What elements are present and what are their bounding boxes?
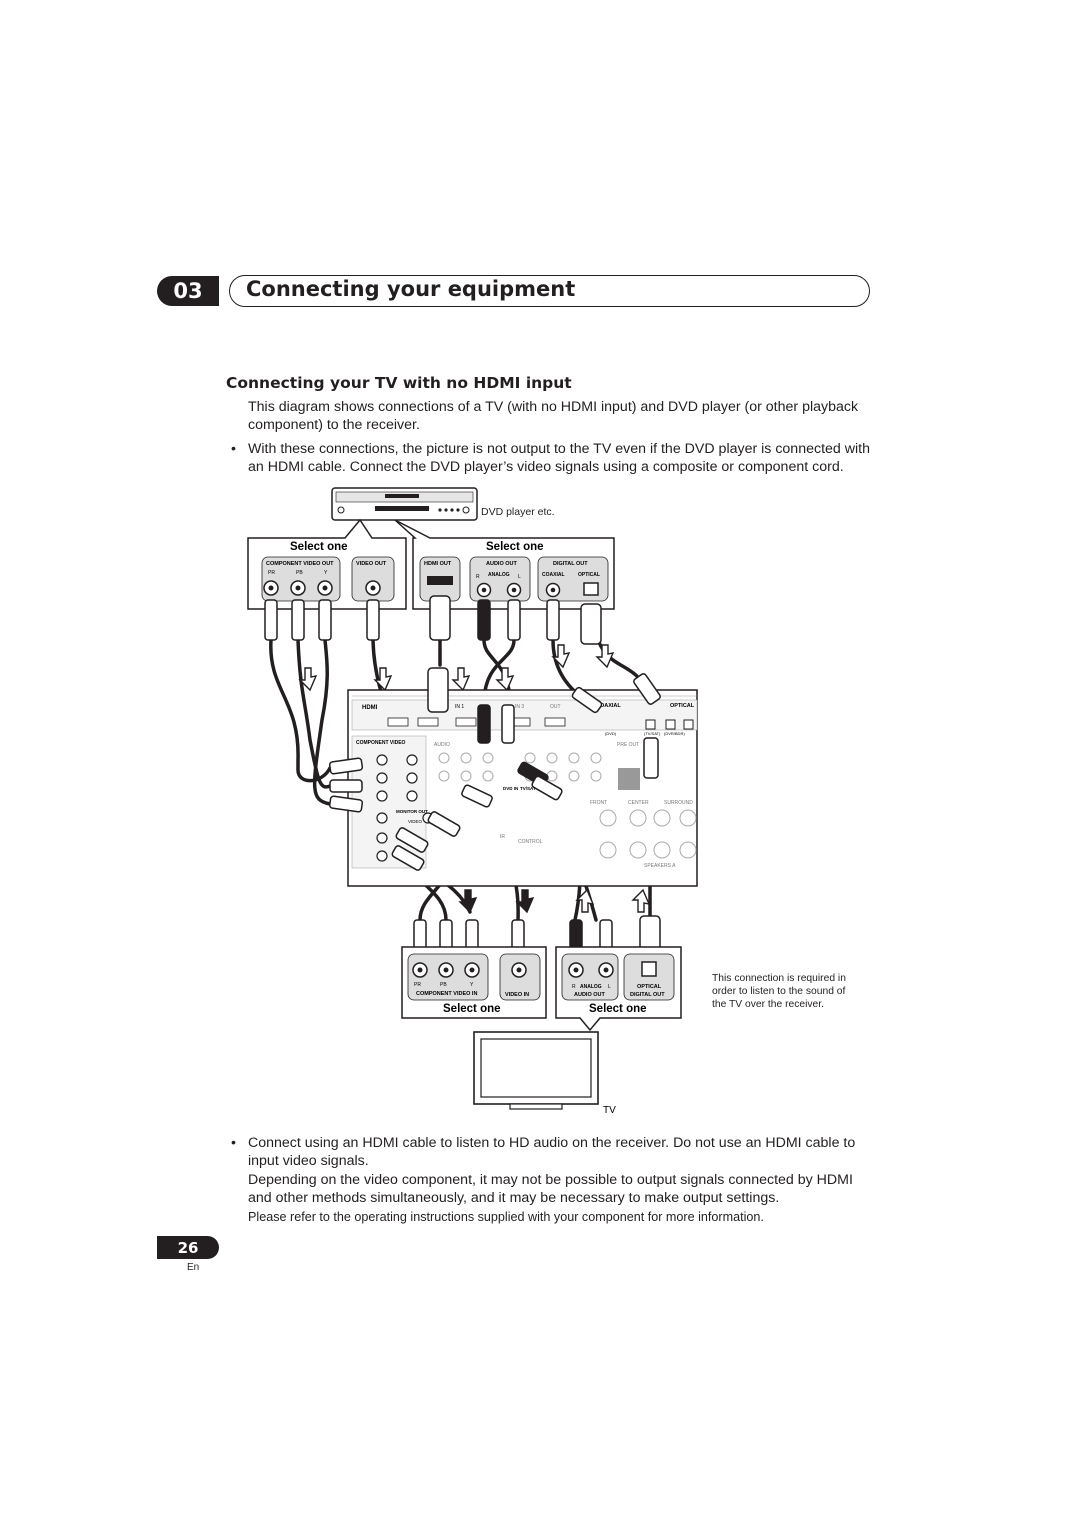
receiver-monitor-out-label: MONITOR OUT (396, 809, 428, 814)
video-out-label: VIDEO OUT (356, 561, 387, 567)
tv-label: TV (603, 1105, 616, 1116)
refer-paragraph: Please refer to the operating instructio… (248, 1210, 764, 1224)
tv-icon (473, 1031, 599, 1110)
receiver-hdmi-label: HDMI (362, 705, 378, 711)
chapter-title-frame (229, 275, 870, 307)
optical-label: OPTICAL (578, 572, 600, 578)
chapter-title: Connecting your equipment (246, 277, 576, 301)
chapter-number: 03 (157, 276, 219, 306)
tv-analog-label: ANALOG (580, 984, 602, 990)
analog-label: ANALOG (488, 572, 510, 578)
dvd-label: DVD player etc. (481, 506, 555, 518)
y-label: Y (324, 570, 328, 576)
component-video-out-label: COMPONENT VIDEO OUT (266, 561, 334, 567)
select-one-label: Select one (486, 541, 544, 553)
coaxial-label: COAXIAL (542, 572, 565, 578)
receiver-center-label: CENTER (628, 800, 649, 806)
receiver-ir-label: IR (500, 834, 505, 840)
receiver-front-label: FRONT (590, 800, 607, 806)
receiver-audio-label: AUDIO (434, 742, 450, 748)
receiver-dvrbdr-label: (DVR/BDR) (664, 731, 685, 736)
receiver-speakers-label: SPEAKERS A (644, 863, 676, 869)
receiver-tvsat-in-label: TV/SAT IN (520, 786, 541, 791)
bullet-text: Connect using an HDMI cable to listen to… (248, 1135, 856, 1169)
tv-video-in-label: VIDEO IN (505, 992, 529, 998)
receiver-control-label: CONTROL (518, 839, 543, 845)
bullet-text: With these connections, the picture is n… (248, 441, 870, 475)
tv-y-label: Y (470, 982, 474, 988)
receiver-optical-label: OPTICAL (670, 703, 695, 709)
tv-digital-out-label: DIGITAL OUT (630, 992, 665, 998)
tv-component-video-in-label: COMPONENT VIDEO IN (416, 991, 477, 997)
receiver-tvsat-label: (TV/SAT) (644, 731, 661, 736)
digital-out-label: DIGITAL OUT (553, 561, 588, 567)
hdmi-out-label: HDMI OUT (424, 561, 452, 567)
receiver-video-label: VIDEO (408, 819, 423, 824)
receiver-out-label: OUT (550, 704, 561, 710)
receiver-pre-out-label: PRE OUT (617, 742, 639, 748)
bullet-hdmi-note: • With these connections, the picture is… (231, 440, 870, 476)
tv-audio-out-label: AUDIO OUT (574, 992, 606, 998)
intro-paragraph: This diagram shows connections of a TV (… (248, 399, 859, 433)
bullet-hdmi-audio: • Connect using an HDMI cable to listen … (231, 1134, 870, 1170)
select-one-label: Select one (589, 1003, 647, 1015)
select-one-label: Select one (290, 541, 348, 553)
page-number: 26 (157, 1236, 219, 1259)
bullet-dot: • (231, 1135, 236, 1151)
pb-label: PB (296, 570, 303, 576)
receiver-rear-panel: HDMI IN 1 IN 3 OUT COAXIAL OPTICAL (DVD)… (347, 689, 698, 887)
r-label: R (476, 574, 480, 580)
receiver-in1-label: IN 1 (455, 704, 464, 710)
tv-optical-label: OPTICAL (637, 984, 662, 990)
receiver-in3-label: IN 3 (515, 704, 524, 710)
select-one-label: Select one (443, 1003, 501, 1015)
tv-r-label: R (572, 984, 576, 990)
output-settings-paragraph: Depending on the video component, it may… (248, 1172, 853, 1206)
tv-pb-label: PB (440, 982, 447, 988)
dvd-player-icon (331, 487, 478, 521)
audio-out-label: AUDIO OUT (486, 561, 518, 567)
l-label: L (518, 574, 521, 580)
tv-connection-note: This connection is required in order to … (712, 973, 846, 1011)
bullet-dot: • (231, 441, 236, 457)
receiver-component-video-label: COMPONENT VIDEO (356, 740, 406, 746)
pr-label: PR (268, 570, 275, 576)
receiver-coaxial-label: COAXIAL (596, 703, 621, 709)
tv-l-label: L (608, 984, 611, 990)
page-language: En (187, 1262, 200, 1273)
receiver-dvd-in-label: DVD IN (503, 786, 518, 791)
section-title: Connecting your TV with no HDMI input (226, 374, 572, 392)
receiver-surround-label: SURROUND (664, 800, 693, 806)
tv-pr-label: PR (414, 982, 421, 988)
receiver-dvd-label: (DVD) (605, 731, 617, 736)
